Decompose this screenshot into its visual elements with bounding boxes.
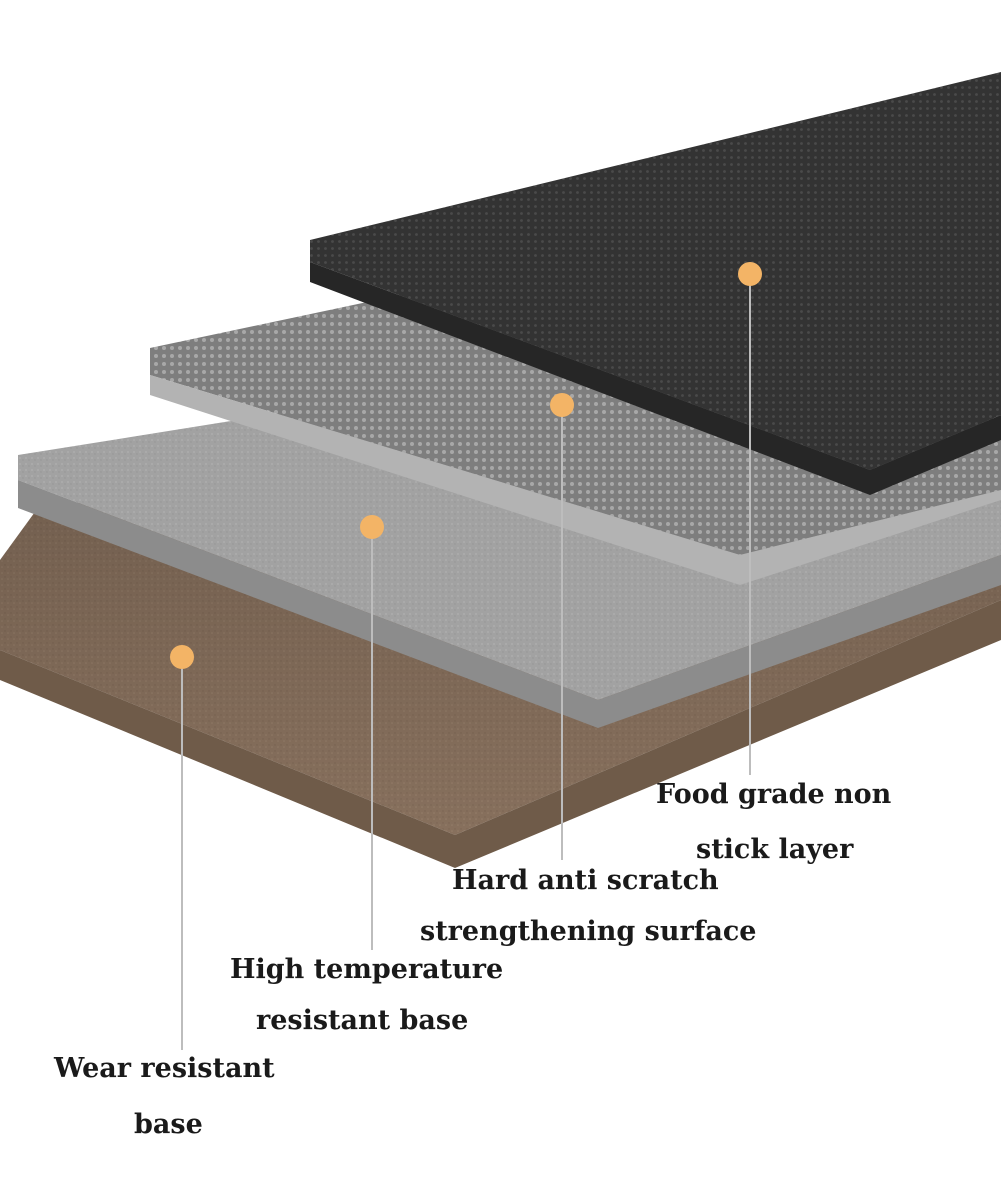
anti-scratch-surface-layer (150, 295, 1001, 585)
label-high-temp-line2: resistant base (256, 1005, 469, 1036)
label-non-stick-line1: Food grade non (656, 779, 892, 810)
non-stick-layer-top (310, 72, 1001, 470)
label-non-stick-line2: stick layer (696, 834, 854, 865)
non-stick-layer (310, 72, 1001, 495)
label-wear-resistant-line2: base (134, 1109, 203, 1140)
marker-anti-scratch (550, 393, 574, 417)
label-wear-resistant-line1: Wear resistant (54, 1053, 275, 1084)
label-anti-scratch-line1: Hard anti scratch (452, 865, 719, 896)
anti-scratch-surface-top (150, 295, 1001, 555)
marker-high-temp (360, 515, 384, 539)
wear-resistant-base-edge (0, 600, 1001, 868)
label-anti-scratch-line2: strengthening surface (420, 916, 757, 947)
label-high-temp-line1: High temperature (230, 954, 504, 985)
marker-non-stick (738, 262, 762, 286)
marker-wear-resistant (170, 645, 194, 669)
high-temp-base-edge (18, 480, 1001, 728)
